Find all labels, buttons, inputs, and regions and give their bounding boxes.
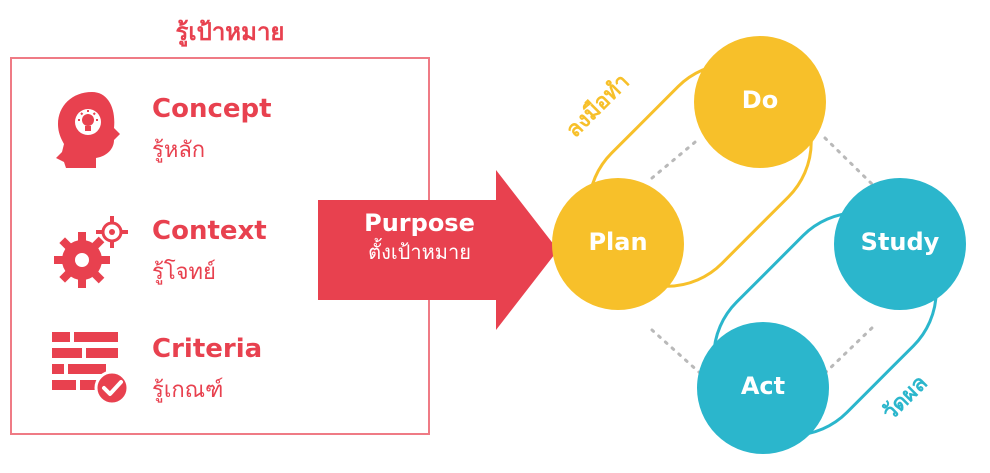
context-item: Context รู้โจทย์ xyxy=(52,210,412,300)
purpose-arrow xyxy=(318,170,558,330)
study-circle xyxy=(834,178,966,310)
plan-label: Plan xyxy=(588,228,648,256)
gears-icon xyxy=(54,216,128,288)
study-label: Study xyxy=(860,228,940,256)
criteria-item: Criteria รู้เกณฑ์ xyxy=(52,328,412,418)
purpose-thai-label: ตั้งเป้าหมาย xyxy=(368,240,471,264)
act-circle xyxy=(697,322,829,454)
plan-circle xyxy=(552,178,684,310)
act-label: Act xyxy=(740,372,786,400)
context-label: Context xyxy=(152,216,267,246)
checklist-icon xyxy=(52,332,130,406)
goal-title: รู้เป้าหมาย xyxy=(175,18,285,46)
purpose-label: Purpose xyxy=(364,209,475,237)
concept-label: Concept xyxy=(152,94,272,124)
context-thai-label: รู้โจทย์ xyxy=(152,260,216,285)
purpose-arrow-text: Purpose ตั้งเป้าหมาย xyxy=(332,208,507,266)
do-label: Do xyxy=(741,86,779,114)
pdsa-cycle xyxy=(552,36,966,454)
criteria-label: Criteria xyxy=(152,334,263,364)
concept-thai-label: รู้หลัก xyxy=(152,138,206,163)
criteria-thai-label: รู้เกณฑ์ xyxy=(152,378,224,403)
concept-item: Concept รู้หลัก xyxy=(52,88,412,178)
head-lightbulb-icon xyxy=(56,92,120,168)
do-circle xyxy=(694,36,826,168)
